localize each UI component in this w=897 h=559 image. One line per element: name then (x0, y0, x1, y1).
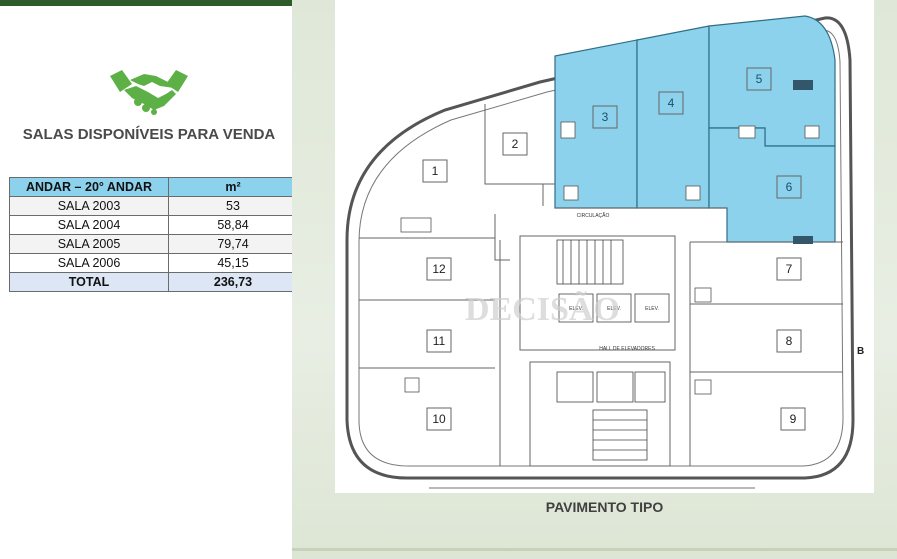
header-area: m² (168, 177, 298, 197)
table-row: SALA 2006 45,15 (9, 253, 298, 273)
left-panel: SALAS DISPONÍVEIS PARA VENDA ANDAR – 20°… (0, 0, 330, 559)
cell-area: 53 (168, 196, 298, 216)
room-label-5: 5 (756, 72, 763, 86)
building-inner-outline (358, 29, 844, 467)
cell-sala: SALA 2003 (9, 196, 169, 216)
room-label-4: 4 (668, 96, 675, 110)
dark-fixture (793, 80, 813, 90)
room-label-12: 12 (432, 262, 446, 276)
table-row: SALA 2003 53 (9, 196, 298, 216)
elevator-label-2: ELEV. (607, 306, 621, 312)
room-label-6: 6 (786, 180, 793, 194)
table-total-row: TOTAL 236,73 (9, 272, 298, 292)
bathroom-fixtures (400, 121, 820, 395)
header-strip (0, 0, 330, 6)
floorplan-panel: 1 2 3 4 5 6 7 8 9 10 11 12 CIRCULAÇÃO HA… (335, 0, 874, 493)
side-marker: B (857, 346, 864, 357)
floorplan: 1 2 3 4 5 6 7 8 9 10 11 12 CIRCULAÇÃO HA… (345, 15, 864, 489)
room-label-11: 11 (433, 334, 446, 348)
room-label-2: 2 (512, 137, 519, 151)
bottom-divider (292, 548, 897, 551)
cell-sala: SALA 2005 (9, 234, 169, 254)
header-floor: ANDAR – 20° ANDAR (9, 177, 169, 197)
cell-sala: SALA 2006 (9, 253, 169, 273)
cell-area: 79,74 (168, 234, 298, 254)
total-label: TOTAL (9, 272, 169, 292)
cell-area: 58,84 (168, 215, 298, 235)
table-row: SALA 2005 79,74 (9, 234, 298, 254)
room-4-area (636, 25, 710, 209)
hall-label: HALL DE ELEVADORES (599, 346, 655, 352)
room-label-boxes (422, 67, 806, 431)
cell-sala: SALA 2004 (9, 215, 169, 235)
room-label-9: 9 (790, 412, 797, 426)
elevator-label-3: ELEV. (645, 306, 659, 312)
section-title: SALAS DISPONÍVEIS PARA VENDA (22, 126, 276, 143)
elevator-label-1: ELEV. (569, 306, 583, 312)
total-value: 236,73 (168, 272, 298, 292)
stairs-core (556, 239, 670, 461)
building-outline (345, 16, 855, 480)
room-label-8: 8 (786, 334, 793, 348)
room-walls (359, 104, 843, 467)
corridor-label: CIRCULAÇÃO (577, 212, 610, 219)
table-header-row: ANDAR – 20° ANDAR m² (9, 177, 298, 197)
rooms-table: ANDAR – 20° ANDAR m² SALA 2003 53 SALA 2… (9, 177, 298, 292)
cell-area: 45,15 (168, 253, 298, 273)
dark-fixture (793, 236, 813, 244)
table-row: SALA 2004 58,84 (9, 215, 298, 235)
room-label-3: 3 (602, 110, 609, 124)
room-label-1: 1 (432, 164, 439, 178)
watermark: DECISÃO (465, 291, 620, 328)
room-label-10: 10 (432, 412, 446, 426)
floorplan-caption: PAVIMENTO TIPO (545, 499, 664, 515)
room-label-7: 7 (786, 262, 793, 276)
handshake-icon (110, 70, 188, 115)
